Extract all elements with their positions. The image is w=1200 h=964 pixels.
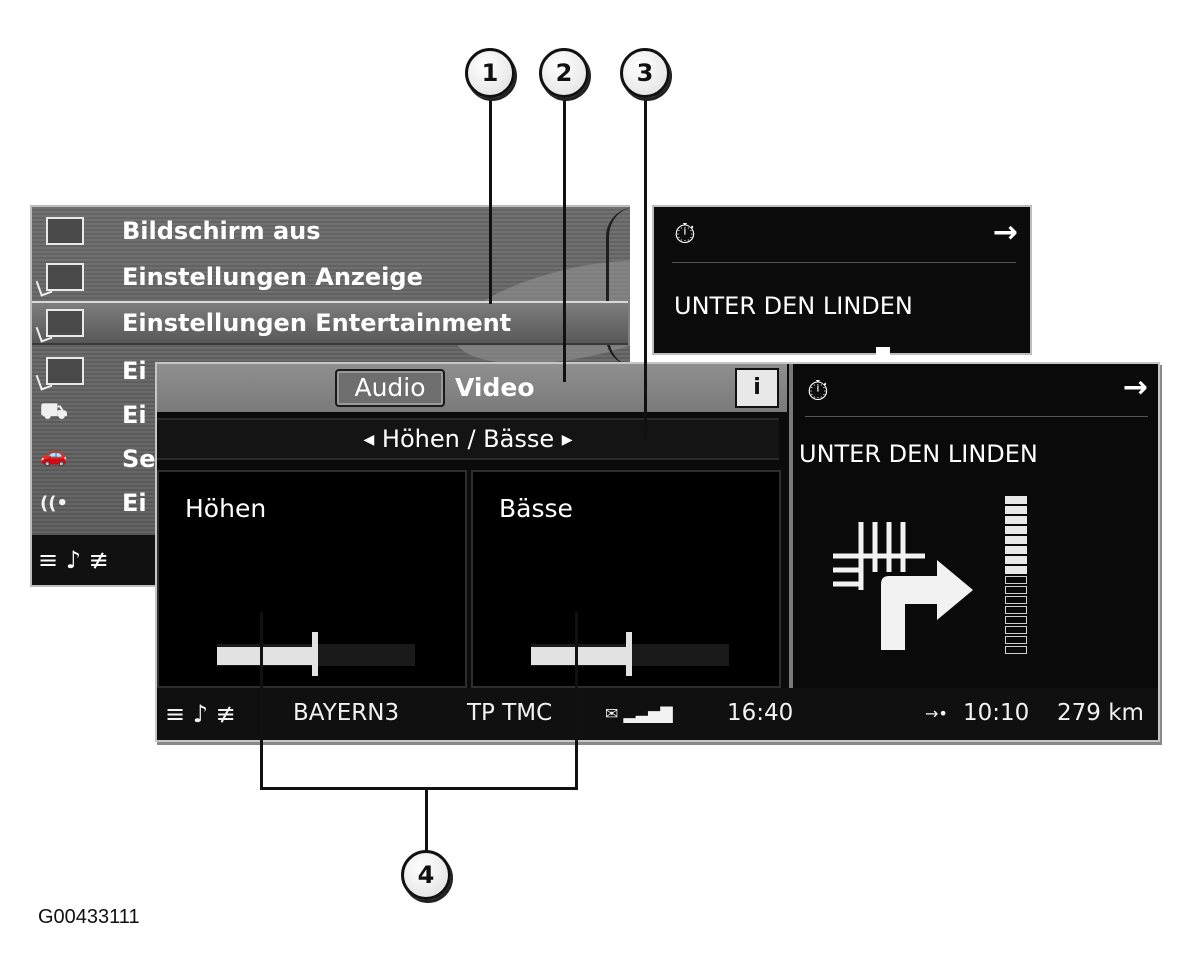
nav-marker [876, 347, 890, 357]
callout-3: 3 [620, 48, 670, 98]
distance-segment [1005, 546, 1027, 554]
distance-bar [1005, 496, 1029, 656]
callout-1-leader [489, 98, 492, 304]
audio-settings-screen: Audio Video i ◀ Höhen / Bässe ▶ Höhen mi… [155, 362, 1160, 742]
distance-segment [1005, 636, 1027, 644]
slider-title: Höhen [185, 494, 267, 523]
slider-knob[interactable] [626, 632, 632, 676]
menu-item-se[interactable]: 🚗 Se [38, 437, 156, 481]
distance-segment [1005, 516, 1027, 524]
distance-segment [1005, 626, 1027, 634]
callout-2: 2 [539, 48, 589, 98]
traffic-info: TP TMC [467, 700, 553, 726]
menu-item-label: Ei [122, 357, 147, 385]
distance-segment [1005, 596, 1027, 604]
street-name: UNTER DEN LINDEN [799, 440, 1038, 468]
status-glyph-icons: ≡ ♪ ≢ [38, 546, 109, 574]
callout-3-leader [644, 98, 647, 438]
distance-segment [1005, 576, 1027, 584]
menu-item-label: Bildschirm aus [122, 217, 321, 245]
status-menu-icons: ≡ ♪ ≢ [165, 700, 236, 728]
split-divider [789, 364, 793, 688]
radio-signal-icon: ((• [40, 493, 68, 514]
callout-4-leader-right [575, 612, 578, 790]
menu-item-label: Ei [122, 401, 147, 429]
alarm-clock-icon: ⏱ [807, 374, 829, 407]
menu-item-einstellungen-anzeige[interactable]: Einstellungen Anzeige [38, 255, 423, 299]
slider-title: Bässe [499, 494, 573, 523]
slider-knob[interactable] [312, 632, 318, 676]
distance-segment [1005, 606, 1027, 614]
chevron-left-icon[interactable]: ◀ [363, 432, 375, 448]
background-nav-panel: ⏱ → UNTER DEN LINDEN [652, 205, 1032, 357]
distance-segment [1005, 496, 1027, 504]
monitor-settings-icon [38, 259, 86, 295]
divider [672, 262, 1016, 263]
menu-item-einstellungen-entertainment[interactable]: Einstellungen Entertainment [32, 301, 628, 345]
callout-4-leader-left [260, 612, 263, 790]
info-icon: i [753, 375, 761, 400]
distance-segment [1005, 556, 1027, 564]
tab-audio[interactable]: Audio [335, 369, 445, 407]
nav-assist-panel: ⏱ → UNTER DEN LINDEN [795, 364, 1158, 688]
menu-item-label: Ei [122, 489, 147, 517]
alarm-clock-icon: ⏱ [674, 217, 696, 250]
phone-signal-icon: ✉ ▂▃▅▇ [605, 704, 673, 723]
status-bar: ≡ ♪ ≢ BAYERN3 TP TMC ✉ ▂▃▅▇ 16:40 →• 10:… [157, 688, 1158, 740]
menu-item-einstellungen-5[interactable]: ⛟ Ei [38, 393, 147, 437]
nav-arrow: → [1122, 370, 1148, 405]
clock-time: 16:40 [727, 700, 794, 726]
bass-panel[interactable]: Bässe min max [471, 470, 781, 715]
car-icon: 🚗 [40, 443, 68, 468]
remaining-distance: 279 km [1057, 700, 1144, 726]
distance-segment [1005, 616, 1027, 624]
figure-id: G00433111 [38, 906, 140, 928]
tab-bar: Audio Video i [157, 364, 787, 412]
menu-item-label: Einstellungen Anzeige [122, 263, 423, 291]
entertainment-settings-icon [38, 305, 86, 341]
distance-segment [1005, 506, 1027, 514]
menu-item-label: Einstellungen Entertainment [122, 309, 512, 337]
callout-1: 1 [465, 48, 515, 98]
tone-settings-area: ◀ Höhen / Bässe ▶ Höhen min max Bässe mi… [157, 412, 789, 715]
arrival-time: 10:10 [963, 700, 1030, 726]
menu-item-ei[interactable]: ((• Ei [38, 481, 147, 525]
menu-item-bildschirm-aus[interactable]: Bildschirm aus [38, 209, 321, 253]
callout-4: 4 [401, 850, 451, 900]
section-selector[interactable]: ◀ Höhen / Bässe ▶ [157, 418, 779, 460]
station-name: BAYERN3 [293, 700, 400, 726]
monitor-settings-icon [38, 353, 86, 389]
street-name: UNTER DEN LINDEN [674, 292, 913, 320]
destination-arrow-icon: →• [925, 704, 948, 723]
menu-edge-curve [606, 207, 630, 367]
distance-segment [1005, 566, 1027, 574]
nav-arrow: → [992, 215, 1018, 250]
callout-4-bracket [260, 787, 578, 790]
distance-segment [1005, 526, 1027, 534]
treble-panel[interactable]: Höhen min max [157, 470, 467, 715]
distance-segment [1005, 536, 1027, 544]
slider-fill [531, 647, 626, 665]
callout-4-stem [425, 787, 428, 855]
menu-item-einstellungen-4[interactable]: Ei [38, 349, 147, 393]
section-title: Höhen / Bässe [381, 425, 555, 453]
distance-segment [1005, 646, 1027, 654]
distance-segment [1005, 586, 1027, 594]
tab-video[interactable]: Video [455, 373, 535, 402]
chevron-right-icon[interactable]: ▶ [561, 432, 573, 448]
divider [805, 416, 1148, 417]
menu-item-label: Se [122, 445, 156, 473]
monitor-off-icon [38, 213, 86, 249]
vehicle-settings-icon: ⛟ [40, 399, 68, 424]
info-button[interactable]: i [735, 368, 779, 408]
turn-arrow-icon [833, 522, 973, 650]
callout-2-leader [563, 98, 566, 382]
slider-fill [217, 647, 312, 665]
